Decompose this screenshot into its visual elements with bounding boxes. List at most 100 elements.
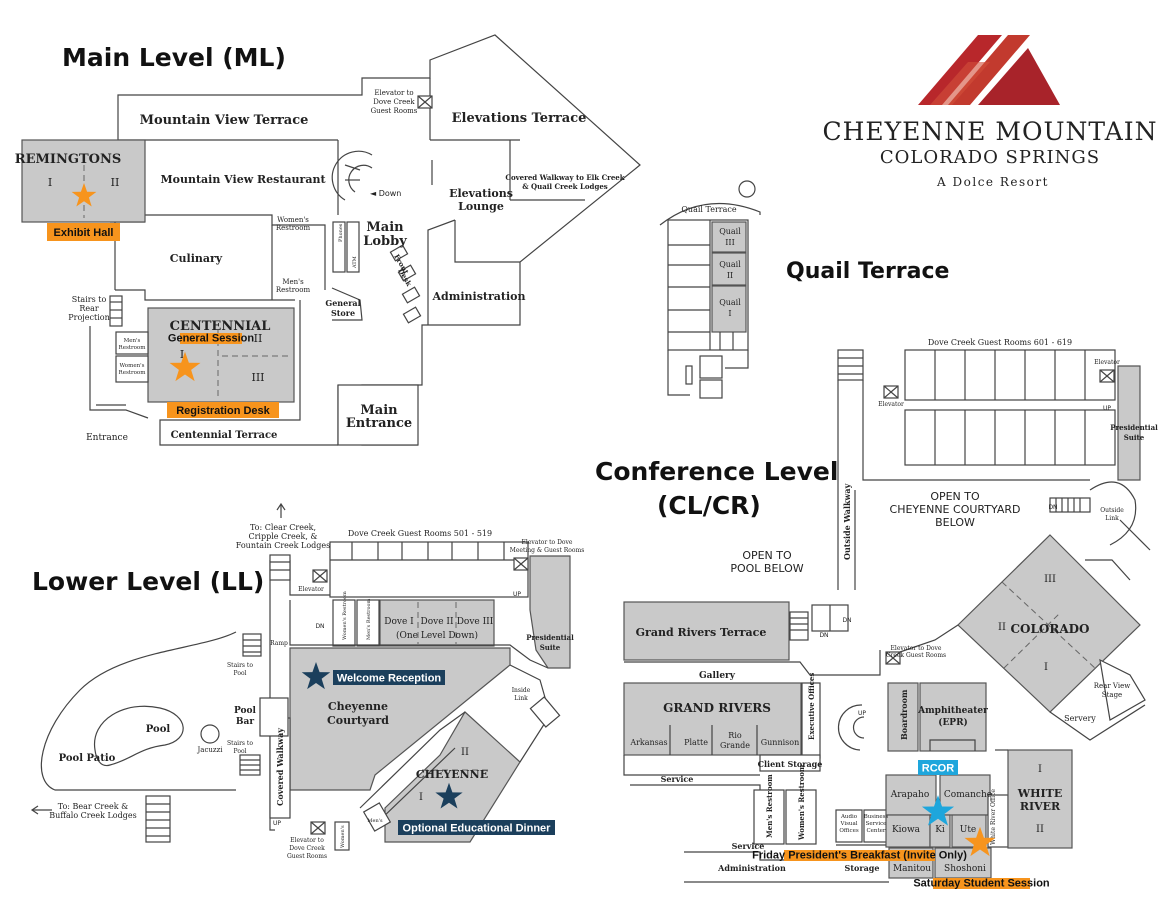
presidents-breakfast-badge xyxy=(784,850,935,861)
ll-inside-link-1: Inside xyxy=(512,687,531,694)
ll-pool-bar-1: Pool xyxy=(234,706,257,716)
ll-stairs-pool-1: Stairs to xyxy=(227,662,253,669)
lower-level-title: Lower Level (LL) xyxy=(32,567,264,596)
cl-ki: Ki xyxy=(935,825,945,835)
cl-gallery: Gallery xyxy=(699,671,736,681)
ll-cheyenne-courtyard-2: Courtyard xyxy=(327,714,389,727)
ll-dove-creek-rooms: Dove Creek Guest Rooms 501 - 519 xyxy=(348,529,492,538)
quail-iii-2: III xyxy=(725,238,734,247)
ll-elevator-bottom-2: Dove Creek xyxy=(289,845,325,852)
conference-level-code: (CL/CR) xyxy=(657,491,761,520)
cl-outside-walkway: Outside Walkway xyxy=(842,483,852,560)
cl-comanche: Comanche xyxy=(944,790,992,800)
ml-centennial-iii: III xyxy=(251,371,264,384)
student-session-badge xyxy=(933,878,1030,889)
cl-white-river-1: WHITE xyxy=(1017,787,1062,800)
cl-kiowa: Kiowa xyxy=(892,825,921,835)
ll-elevator-meeting-1: Elevator to Dove xyxy=(522,539,573,546)
ll-womens-restroom: Women's Restroom xyxy=(342,591,348,640)
ml-elevations-terrace: Elevations Terrace xyxy=(452,111,587,126)
ll-dn: DN xyxy=(315,623,324,630)
ml-elevator-line3: Guest Rooms xyxy=(371,107,418,115)
cl-amphitheater-1: Amphitheater xyxy=(917,706,988,716)
cl-elevator-left: Elevator xyxy=(878,401,904,408)
cl-arkansas: Arkansas xyxy=(629,738,667,747)
cl-rear-view-stage-2: Stage xyxy=(1102,691,1122,699)
quail-i-2: I xyxy=(728,309,731,318)
educational-dinner-label: Optional Educational Dinner xyxy=(403,823,552,835)
conference-level-plan xyxy=(623,349,1151,883)
cl-white-river-2: RIVER xyxy=(1020,800,1061,813)
brand-name-line1: CHEYENNE MOUNTAIN xyxy=(822,117,1157,146)
cl-business-2: Service xyxy=(866,821,887,827)
ll-presidential-2: Suite xyxy=(540,643,561,652)
cl-mens-restroom: Men's Restroom xyxy=(765,774,774,838)
main-level-plan xyxy=(21,34,641,446)
cl-storage: Storage xyxy=(845,863,880,873)
ll-to-clear-creek-1: To: Clear Creek, xyxy=(250,523,316,532)
ml-remingtons-i: I xyxy=(48,176,52,189)
cl-open-courtyard-2: CHEYENNE COURTYARD xyxy=(890,503,1021,516)
ll-elevator-bottom-3: Guest Rooms xyxy=(287,853,327,860)
registration-desk-label: Registration Desk xyxy=(176,405,270,417)
ll-one-level-down: (One Level Down) xyxy=(396,630,478,641)
ll-up-bottom: UP xyxy=(273,820,281,827)
ml-womens-restroom-2: Restroom xyxy=(276,224,311,232)
ml-down: ◄ Down xyxy=(370,189,401,198)
ml-main-lobby-2: Lobby xyxy=(363,234,407,249)
cl-administration: Administration xyxy=(717,863,786,873)
ll-dove-i: Dove I xyxy=(384,617,414,627)
cl-dn-2: DN xyxy=(842,617,851,624)
ml-centennial-terrace: Centennial Terrace xyxy=(171,430,278,441)
ll-cheyenne: CHEYENNE xyxy=(416,768,488,781)
ll-dove-iii: Dove III xyxy=(457,617,494,627)
ll-covered-walkway: Covered Walkway xyxy=(275,728,285,806)
cl-ute: Ute xyxy=(960,825,977,835)
cl-colorado-iii: III xyxy=(1044,574,1056,585)
general-session-badge xyxy=(180,333,242,344)
ll-elevator: Elevator xyxy=(298,586,324,593)
registration-desk-badge xyxy=(167,402,279,418)
student-session-label: Saturday Student Session xyxy=(913,878,1050,890)
ll-mens: Men's xyxy=(367,818,383,824)
cl-elevator-right: Elevator xyxy=(1094,359,1120,366)
cl-outside-link-1: Outside xyxy=(1100,507,1124,514)
ll-cheyenne-courtyard-1: Cheyenne xyxy=(328,700,388,713)
ml-administration: Administration xyxy=(431,290,525,303)
ml-cen-mens-1: Men's xyxy=(124,338,141,344)
cl-business-3: Center xyxy=(866,828,885,834)
ll-to-bear-creek-2: Buffalo Creek Lodges xyxy=(49,811,136,820)
ll-elevator-meeting-2: Meeting & Guest Rooms xyxy=(510,547,585,554)
quail-terrace-plan xyxy=(659,180,761,399)
ml-elevator-line1: Elevator to xyxy=(374,89,413,97)
cl-manitou: Manitou xyxy=(893,864,931,874)
ll-dove-ii: Dove II xyxy=(420,617,453,627)
cl-av-1: Audio xyxy=(840,814,858,820)
exhibit-hall-label: Exhibit Hall xyxy=(54,227,114,239)
brand-tagline: A Dolce Resort xyxy=(936,175,1049,189)
ml-general-store-2: Store xyxy=(331,308,355,318)
cl-open-courtyard-3: BELOW xyxy=(935,516,975,529)
ml-mountain-view-restaurant: Mountain View Restaurant xyxy=(160,173,326,186)
ml-centennial-i: I xyxy=(180,348,184,361)
ml-remingtons-ii: II xyxy=(111,176,120,189)
cl-dn-top: DN xyxy=(1048,504,1057,511)
cl-colorado: COLORADO xyxy=(1010,622,1089,636)
ml-remingtons: REMINGTONS xyxy=(15,152,121,167)
quail-terrace-label: Quail Terrace xyxy=(681,205,736,214)
conference-level-title: Conference Level xyxy=(595,457,838,486)
ml-culinary: Culinary xyxy=(170,252,223,265)
ll-cheyenne-i: I xyxy=(419,792,423,803)
cl-av-2: Visual xyxy=(839,821,857,827)
ll-pool-patio: Pool Patio xyxy=(59,753,116,764)
ml-centennial: CENTENNIAL xyxy=(170,319,271,334)
ml-covered-walkway-2: & Quail Creek Lodges xyxy=(522,182,608,191)
cl-white-river-ii: II xyxy=(1036,824,1044,835)
cl-service-2: Service xyxy=(732,841,765,851)
quail-i-1: Quail xyxy=(719,298,741,307)
ll-mens-restroom: Men's Restroom xyxy=(366,598,372,640)
ml-general-store-1: General xyxy=(325,298,360,308)
ml-cen-womens-2: Restroom xyxy=(119,370,147,376)
ml-main-entrance-2: Entrance xyxy=(346,416,412,431)
ll-to-clear-creek-2: Cripple Creek, & xyxy=(248,532,317,541)
